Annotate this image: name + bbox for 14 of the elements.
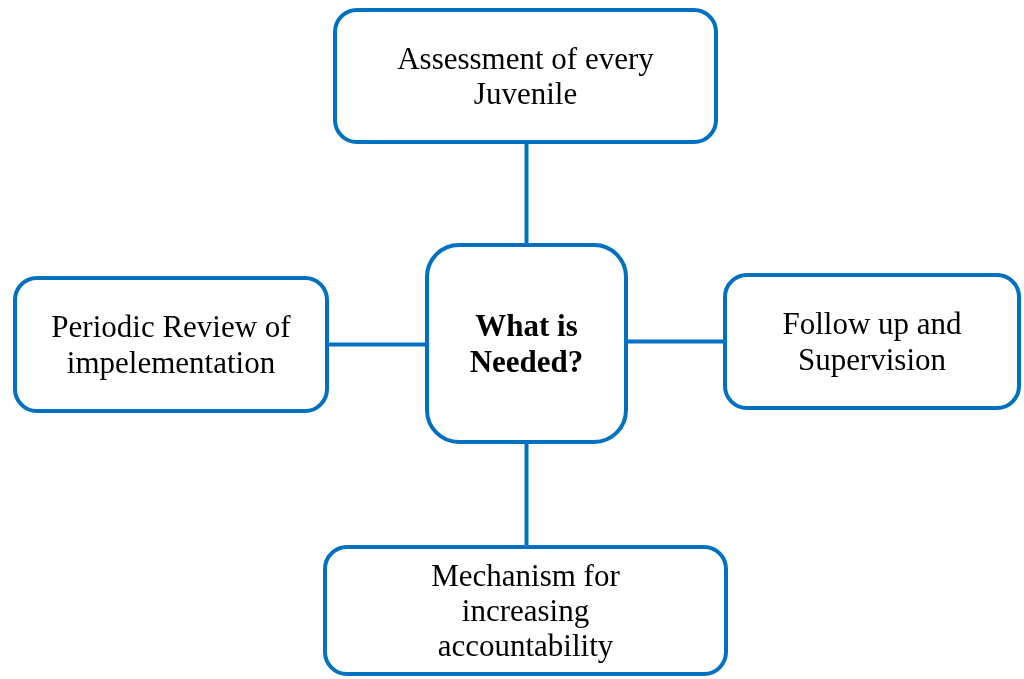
box-label: Assessment of every Juvenile [396,41,655,111]
process-box [13,276,329,413]
process-box [333,8,718,144]
box-label: Follow up and Supervision [781,306,963,377]
process-box [723,273,1021,410]
connector-line [524,144,529,243]
connector-line [524,444,529,545]
process-box [323,545,728,676]
center-heading: What is Needed? [468,308,585,379]
box-label: Periodic Review of impelementation [51,309,291,380]
box-label: Mechanism for increasing accountability [430,557,621,663]
process-box [425,243,628,444]
connector-line [628,339,723,344]
connector-line [329,342,425,347]
